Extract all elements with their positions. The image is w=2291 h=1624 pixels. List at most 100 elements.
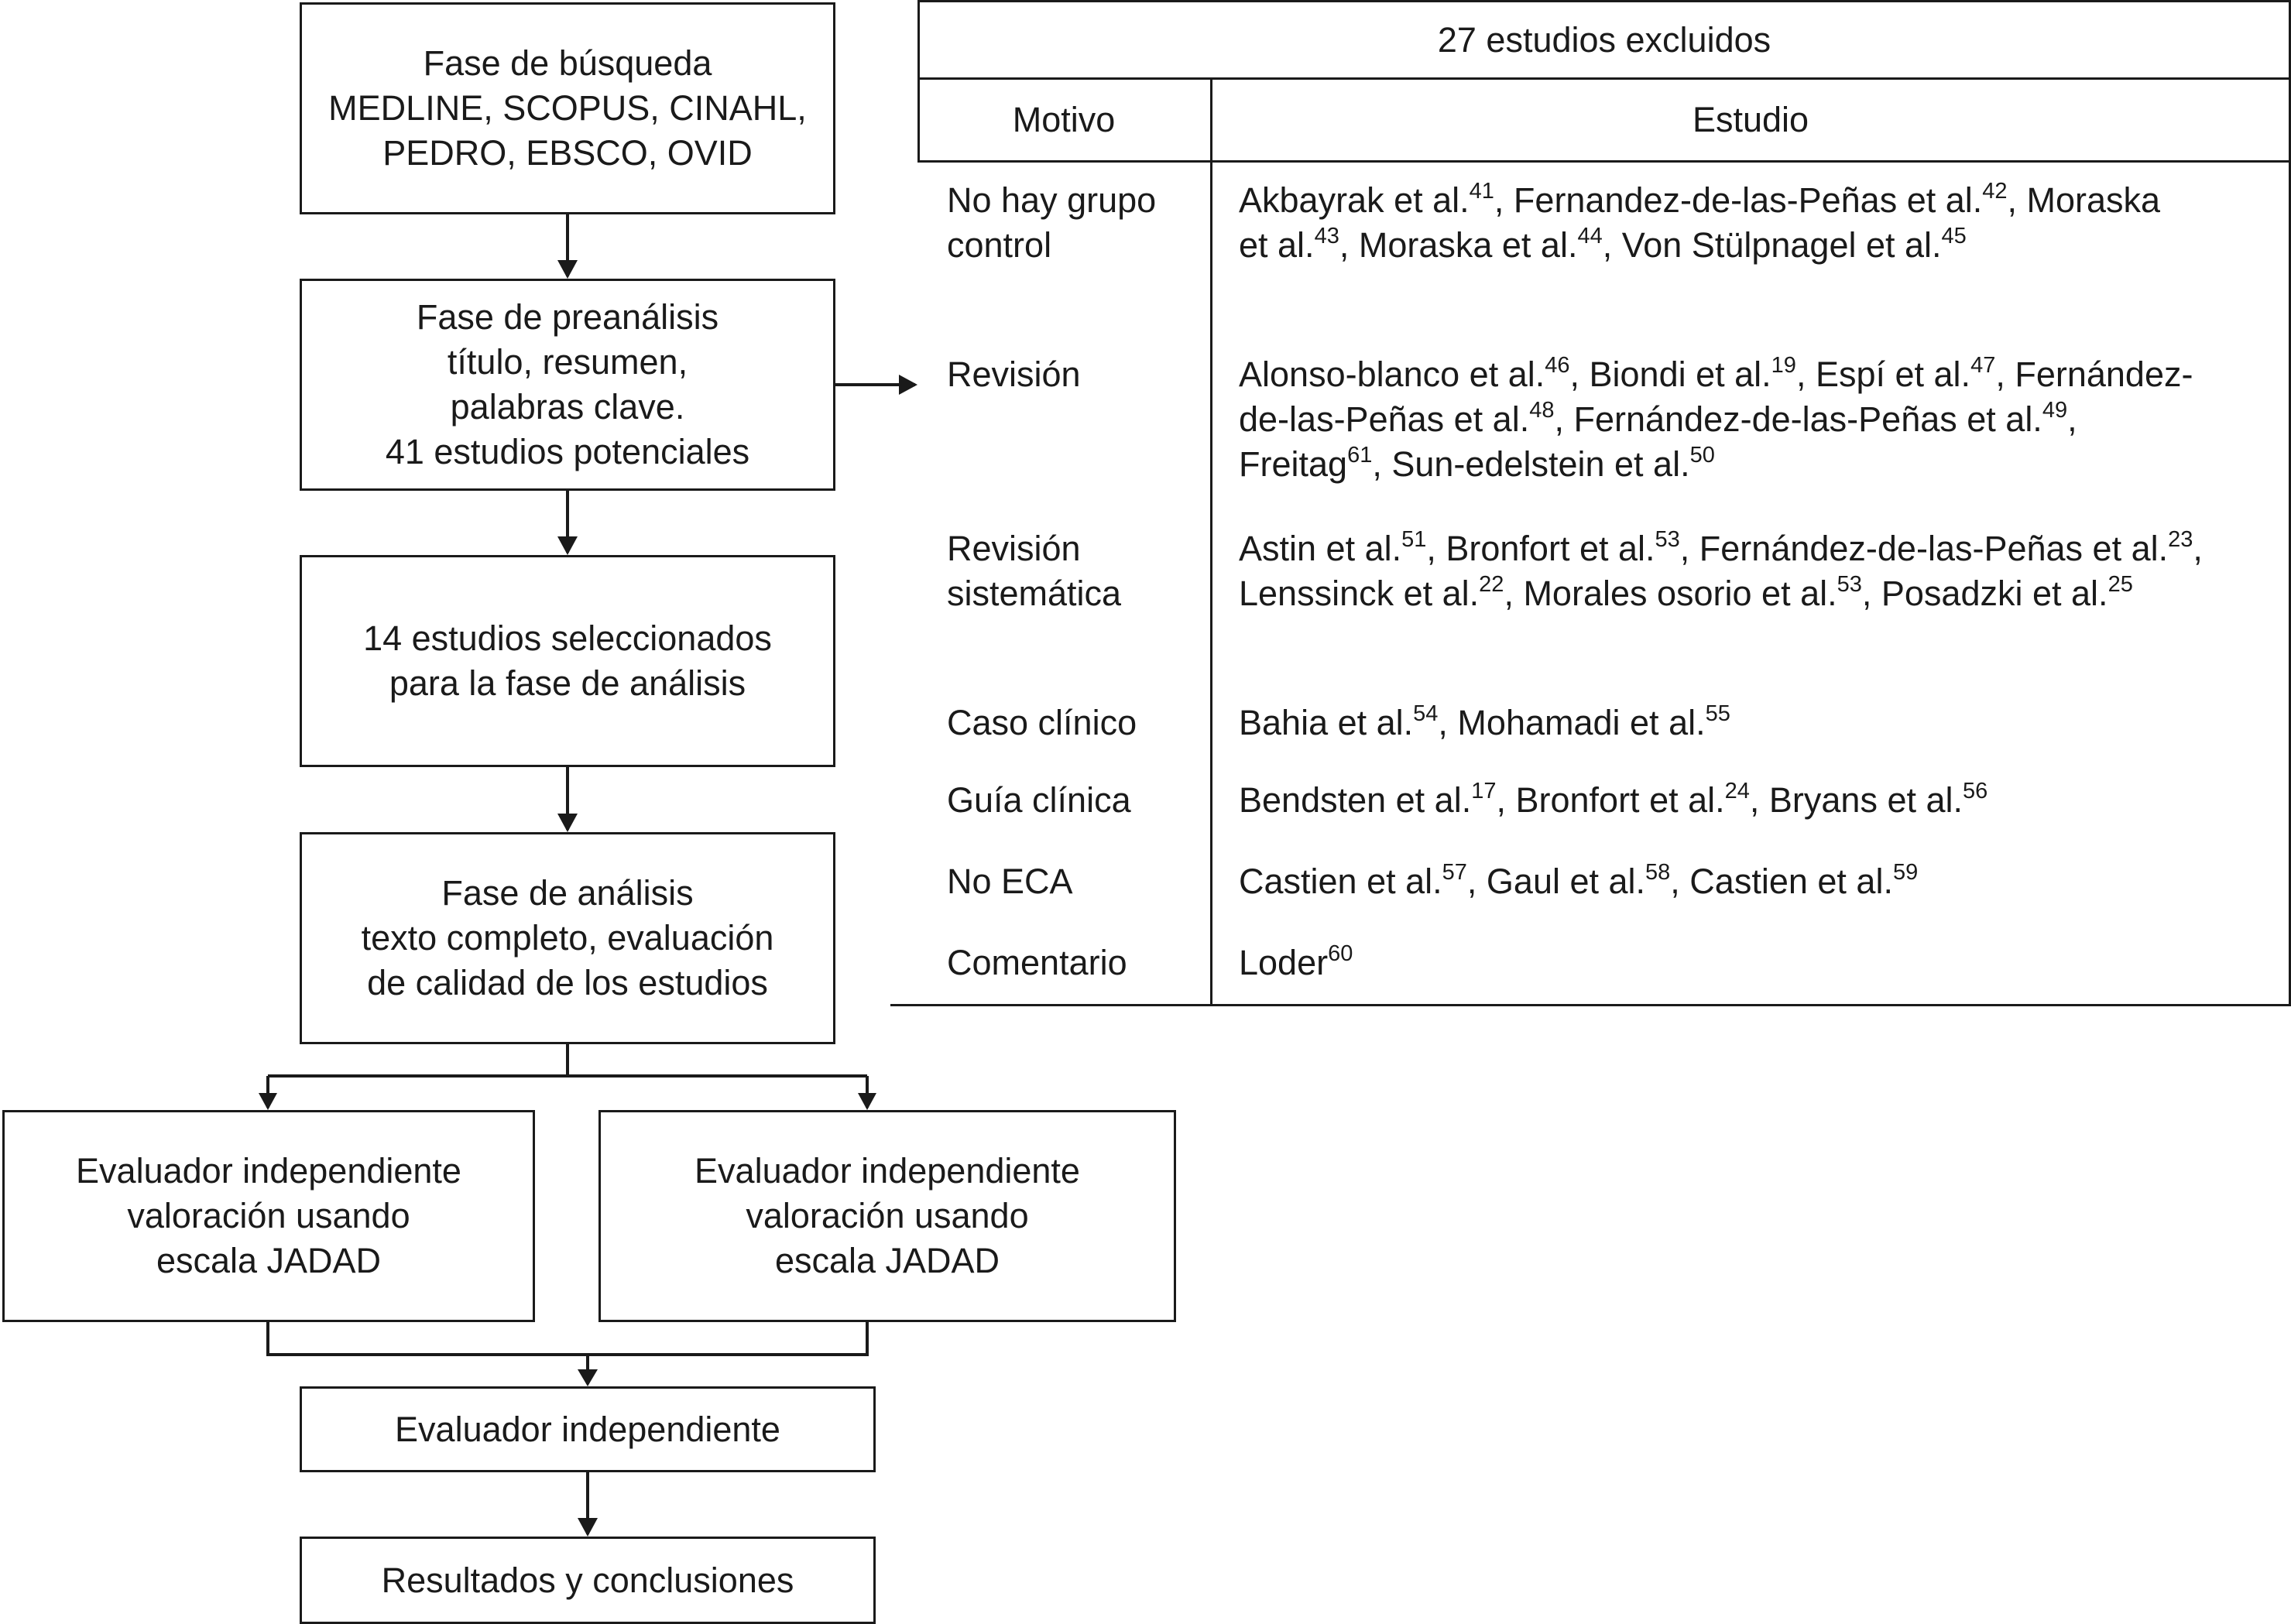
- study-citation: , Fernández-de-las-Peñas et al.: [1554, 399, 2042, 439]
- study-citation: ,: [2067, 399, 2077, 439]
- study-citation: , Morales osorio et al.: [1504, 574, 1837, 613]
- reference-number: 58: [1645, 860, 1671, 885]
- excluded-title: 27 estudios excluidos: [917, 0, 2291, 80]
- reference-number: 25: [2108, 572, 2133, 597]
- arrowhead: [259, 1093, 277, 1110]
- reason-cell: Comentario: [947, 940, 1202, 985]
- reference-number: 61: [1347, 443, 1373, 468]
- reason-cell: Guía clínica: [947, 778, 1202, 823]
- reason-cell: Revisión: [947, 352, 1202, 397]
- study-citation: , Von Stülpnagel et al.: [1602, 225, 1942, 265]
- evaluator-right-box: Evaluador independiente valoración usand…: [598, 1110, 1176, 1322]
- box-line: valoración usando: [746, 1196, 1029, 1235]
- reference-number: 42: [1982, 179, 2008, 204]
- box-line: 14 estudios seleccionados: [363, 618, 772, 658]
- reference-number: 22: [1479, 572, 1504, 597]
- reference-number: 60: [1328, 941, 1353, 966]
- reference-number: 23: [2168, 527, 2193, 552]
- study-citation: , Sun-edelstein et al.: [1372, 444, 1690, 484]
- table-border-right: [2289, 77, 2291, 1006]
- studies-cell: Akbayrak et al.41, Fernandez-de-las-Peña…: [1239, 178, 2276, 268]
- analysis-phase-box: Fase de análisis texto completo, evaluac…: [300, 832, 835, 1044]
- study-citation: , Fernandez-de-las-Peñas et al.: [1494, 180, 1983, 220]
- study-citation: Akbayrak et al.: [1239, 180, 1470, 220]
- box-line: Fase de análisis: [441, 873, 694, 913]
- box-line: PEDRO, EBSCO, OVID: [382, 133, 753, 173]
- reference-number: 19: [1771, 353, 1796, 378]
- reason-cell: Caso clínico: [947, 701, 1202, 745]
- reference-number: 59: [1892, 860, 1919, 885]
- studies-line: Loder60: [1239, 940, 2276, 985]
- studies-cell: Astin et al.51, Bronfort et al.53, Ferná…: [1239, 526, 2276, 616]
- study-citation: , Fernández-: [1995, 355, 2193, 394]
- column-header-estudio: Estudio: [1692, 100, 1809, 139]
- studies-line: et al.43, Moraska et al.44, Von Stülpnag…: [1239, 223, 2276, 268]
- study-citation: , Posadzki et al.: [1861, 574, 2108, 613]
- box-line: valoración usando: [127, 1196, 410, 1235]
- reference-number: 49: [2042, 398, 2068, 423]
- header-divider: [917, 160, 2291, 163]
- studies-line: Alonso-blanco et al.46, Biondi et al.19,…: [1239, 352, 2276, 397]
- study-citation: Freitag: [1239, 444, 1348, 484]
- box-line: escala JADAD: [156, 1241, 382, 1280]
- studies-cell: Bahia et al.54, Mohamadi et al.55: [1239, 701, 2276, 745]
- study-citation: , Fernández-de-las-Peñas et al.: [1679, 529, 2169, 568]
- box-line: para la fase de análisis: [389, 663, 746, 703]
- study-citation: , Moraska: [2007, 180, 2161, 220]
- final-evaluator-box: Evaluador independiente: [300, 1386, 876, 1472]
- table-border-left: [917, 77, 920, 163]
- studies-line: de-las-Peñas et al.48, Fernández-de-las-…: [1239, 397, 2276, 442]
- study-citation: Bendsten et al.: [1239, 780, 1472, 820]
- box-line: título, resumen,: [447, 342, 688, 382]
- study-citation: , Bryans et al.: [1749, 780, 1963, 820]
- reference-number: 48: [1529, 398, 1555, 423]
- study-citation: , Bronfort et al.: [1496, 780, 1725, 820]
- study-citation: Astin et al.: [1239, 529, 1402, 568]
- merge-evaluators: [266, 1322, 869, 1356]
- reference-number: 43: [1314, 224, 1339, 248]
- study-citation: , Biondi et al.: [1569, 355, 1771, 394]
- box-line: Evaluador independiente: [76, 1151, 461, 1191]
- reason-text: No hay grupo: [947, 180, 1157, 220]
- studies-cell: Castien et al.57, Gaul et al.58, Castien…: [1239, 859, 2276, 904]
- arrowhead: [578, 1518, 598, 1537]
- reason-text: Comentario: [947, 943, 1127, 982]
- study-citation: Lenssinck et al.: [1239, 574, 1480, 613]
- box-line: MEDLINE, SCOPUS, CINAHL,: [328, 88, 807, 128]
- study-citation: Loder: [1239, 943, 1329, 982]
- box-line: Evaluador independiente: [695, 1151, 1080, 1191]
- reason-text: Caso clínico: [947, 703, 1137, 742]
- studies-line: Astin et al.51, Bronfort et al.53, Ferná…: [1239, 526, 2276, 571]
- studies-line: Castien et al.57, Gaul et al.58, Castien…: [1239, 859, 2276, 904]
- reference-number: 41: [1469, 179, 1494, 204]
- studies-cell: Bendsten et al.17, Bronfort et al.24, Br…: [1239, 778, 2276, 823]
- results-box: Resultados y conclusiones: [300, 1537, 876, 1624]
- study-citation: Alonso-blanco et al.: [1239, 355, 1545, 394]
- box-line: escala JADAD: [774, 1241, 1000, 1280]
- studies-line: Freitag61, Sun-edelstein et al.50: [1239, 442, 2276, 487]
- study-citation: Castien et al.: [1239, 862, 1442, 901]
- column-header-motivo: Motivo: [1012, 100, 1116, 139]
- studies-line: Akbayrak et al.41, Fernandez-de-las-Peña…: [1239, 178, 2276, 223]
- study-citation: de-las-Peñas et al.: [1239, 399, 1530, 439]
- studies-cell: Loder60: [1239, 940, 2276, 985]
- prescreen-phase-box: Fase de preanálisis título, resumen, pal…: [300, 279, 835, 491]
- studies-cell: Alonso-blanco et al.46, Biondi et al.19,…: [1239, 352, 2276, 487]
- reference-number: 56: [1963, 779, 1988, 803]
- reference-number: 51: [1401, 527, 1427, 552]
- study-citation: Bahia et al.: [1239, 703, 1414, 742]
- box-line: palabras clave.: [450, 387, 685, 427]
- study-citation: , Moraska et al.: [1339, 225, 1578, 265]
- study-citation: , Castien et al.: [1670, 862, 1893, 901]
- reason-cell: No ECA: [947, 859, 1202, 904]
- study-citation: , Espí et al.: [1795, 355, 1971, 394]
- box-line: Evaluador independiente: [395, 1409, 780, 1449]
- box-line: 41 estudios potenciales: [385, 432, 750, 471]
- reason-text: No ECA: [947, 862, 1073, 901]
- evaluator-left-box: Evaluador independiente valoración usand…: [2, 1110, 535, 1322]
- study-citation: et al.: [1239, 225, 1315, 265]
- reason-text: sistemática: [947, 574, 1122, 613]
- arrowhead: [578, 1369, 598, 1386]
